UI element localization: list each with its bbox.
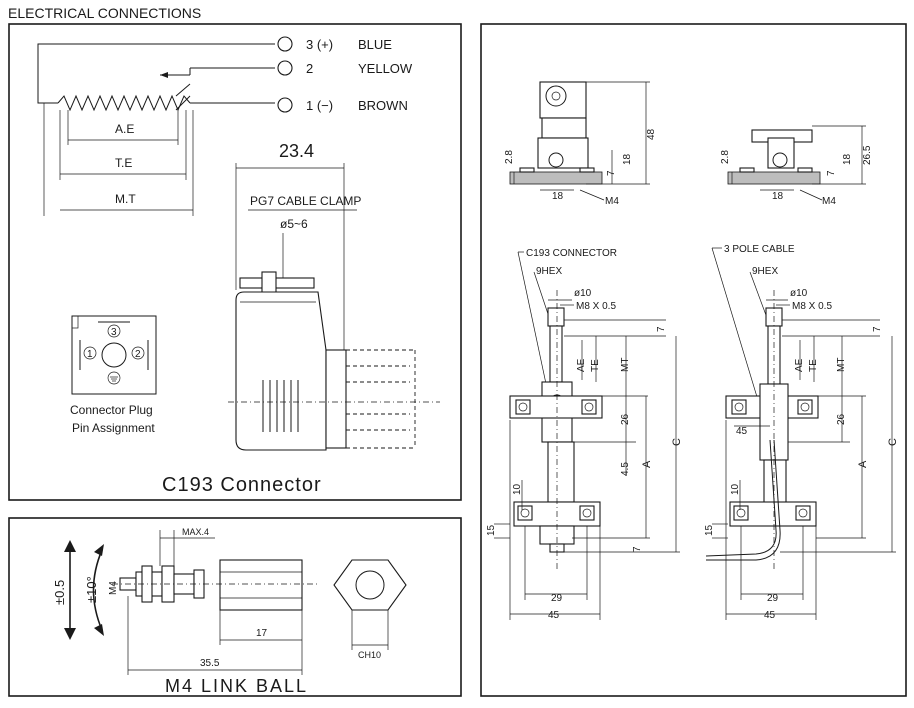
- dia-10b: ø10: [790, 288, 808, 299]
- c193-panel: [8, 23, 462, 501]
- dim-18w-b: 18: [772, 191, 784, 202]
- cable-label: 3 POLE CABLE: [724, 244, 795, 255]
- pin-2-color: YELLOW: [358, 61, 413, 76]
- d29b: 29: [767, 593, 779, 604]
- te-a: TE: [590, 359, 601, 372]
- top-view-cable: 26.5 18 7 2.8 18 M4: [720, 125, 873, 207]
- te-dim: T.E: [115, 156, 132, 170]
- c193-connector-label: C193 CONNECTOR: [526, 248, 617, 259]
- d10b: 10: [730, 483, 741, 495]
- max4: MAX.4: [182, 527, 209, 537]
- dim-7a: 7: [606, 170, 617, 176]
- d15b: 15: [704, 524, 715, 536]
- plug-pin-2: 2: [135, 349, 141, 360]
- width-23-4: 23.4: [279, 141, 314, 161]
- dia-10a: ø10: [574, 288, 592, 299]
- plug-pin-assignment: 3 1 2 Connector Plug Pin Assignment: [70, 315, 157, 435]
- front-view-cable: 3 POLE CABLE 9HEX ø10 M8 X 0.5 7 AE TE: [704, 244, 899, 621]
- c-right: C: [887, 438, 899, 446]
- thread-m4: M4: [108, 581, 119, 595]
- tol-10: ±10°: [84, 576, 99, 603]
- m4-b: M4: [822, 196, 836, 207]
- a-left: A: [641, 460, 653, 468]
- page-heading: ELECTRICAL CONNECTIONS: [8, 5, 201, 21]
- dim-7b: 7: [826, 170, 837, 176]
- right-panel: [480, 23, 907, 697]
- linkball-title: M4 LINK BALL: [165, 676, 308, 696]
- d26b: 26: [836, 413, 847, 425]
- c193-title: C193 Connector: [162, 474, 322, 496]
- plug-label-2: Pin Assignment: [72, 421, 155, 435]
- pin-2-label: 2: [306, 61, 313, 76]
- d26a: 26: [620, 413, 631, 425]
- dim-265: 26.5: [862, 145, 873, 165]
- hex-9a: 9HEX: [536, 266, 562, 277]
- len-17: 17: [256, 628, 268, 639]
- m4-a: M4: [605, 196, 619, 207]
- d7a: 7: [656, 326, 667, 332]
- dim-48: 48: [646, 128, 657, 140]
- mt-a: MT: [620, 358, 631, 372]
- len-355: 35.5: [200, 658, 220, 669]
- connector-drawing: 23.4 PG7 CABLE CLAMP ø5~6: [228, 141, 440, 451]
- d10a: 10: [512, 483, 523, 495]
- ae-b: AE: [794, 358, 805, 372]
- pin-3-label: 3 (+): [306, 37, 333, 52]
- hex-9b: 9HEX: [752, 266, 778, 277]
- front-view-connector: C193 CONNECTOR 9HEX ø10 M8 X 0.5 7 AE: [486, 248, 683, 621]
- c-left: C: [671, 438, 683, 446]
- clamp-dia: ø5~6: [280, 217, 308, 231]
- plug-pin-1: 1: [87, 349, 93, 360]
- ae-a: AE: [576, 358, 587, 372]
- linkball-drawing: ±0.5 ±10° M4 MAX.4 17 35.5: [52, 527, 407, 675]
- d7c: 7: [872, 326, 883, 332]
- mt-b: MT: [836, 358, 847, 372]
- dim-18w-a: 18: [552, 191, 564, 202]
- pin-1-color: BROWN: [358, 98, 408, 113]
- top-view-connector: 48 18 7 2.8 18 M4: [504, 81, 657, 207]
- ae-dim: A.E: [115, 122, 134, 136]
- dim-18b: 18: [842, 153, 853, 165]
- m8-a: M8 X 0.5: [576, 301, 616, 312]
- wiring-schematic: 3 (+) BLUE 2 YELLOW 1 (−) BROWN A.E T.E …: [37, 36, 413, 216]
- te-b: TE: [808, 359, 819, 372]
- plug-label-1: Connector Plug: [70, 403, 153, 417]
- pin-1-label: 1 (−): [306, 98, 333, 113]
- d7b: 7: [632, 546, 643, 552]
- cable-clamp-label: PG7 CABLE CLAMP: [250, 194, 361, 208]
- tol-05: ±0.5: [52, 580, 67, 605]
- mt-dim: M.T: [115, 192, 136, 206]
- m8-b: M8 X 0.5: [792, 301, 832, 312]
- d45b: 45: [764, 610, 776, 621]
- plug-pin-3: 3: [111, 327, 117, 338]
- hex-ch10: CH10: [358, 650, 381, 660]
- d45t: 45: [736, 426, 748, 437]
- d29a: 29: [551, 593, 563, 604]
- d15a: 15: [486, 524, 497, 536]
- a-right: A: [857, 460, 869, 468]
- d45s: 4.5: [620, 462, 631, 476]
- linkball-panel: [8, 517, 462, 697]
- dim-18a: 18: [622, 153, 633, 165]
- pin-3-color: BLUE: [358, 37, 392, 52]
- d45a: 45: [548, 610, 560, 621]
- dim-28a: 2.8: [504, 150, 515, 164]
- dim-28b: 2.8: [720, 150, 731, 164]
